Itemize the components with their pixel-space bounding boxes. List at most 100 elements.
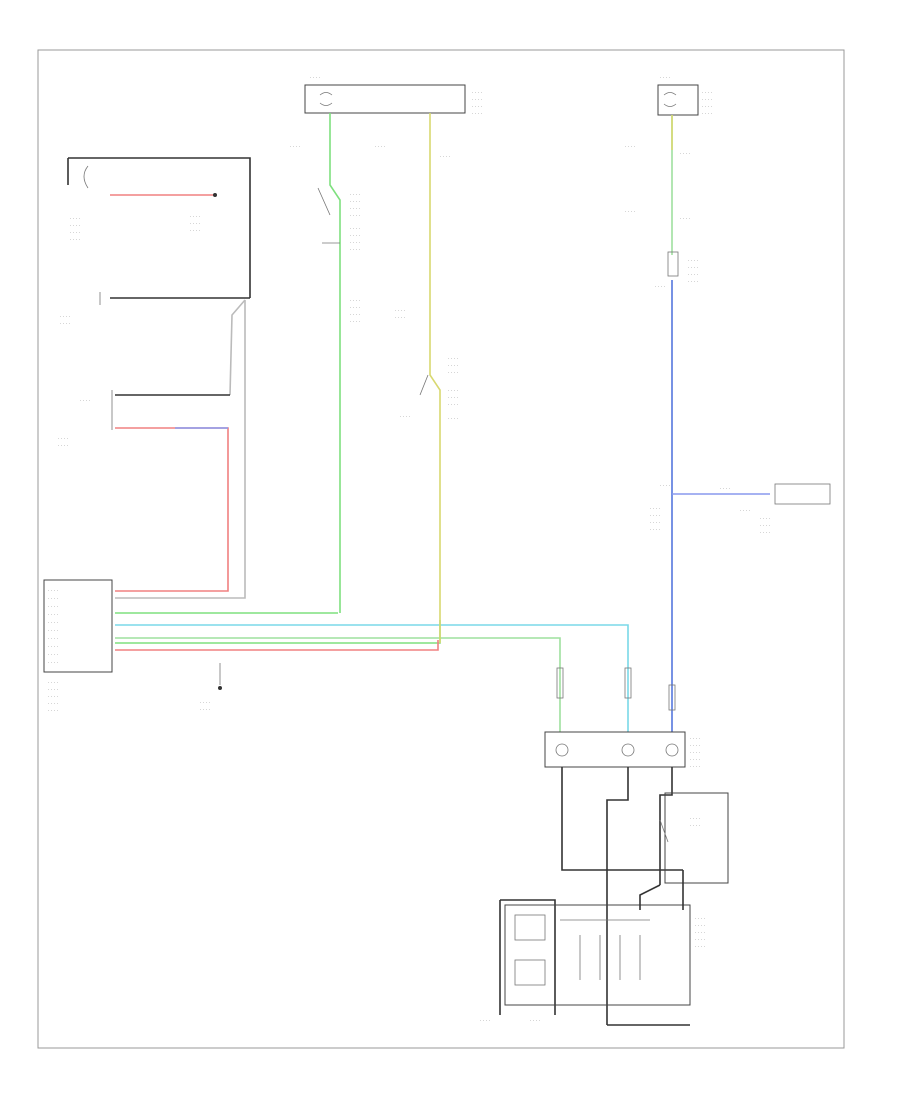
svg-text:· · · ·: · · · · [58,437,68,442]
svg-text:· · · ·: · · · · [740,509,750,514]
svg-text:· · · ·: · · · · [350,193,360,198]
svg-text:· · · ·: · · · · [695,924,705,929]
svg-text:· · · ·: · · · · [702,105,712,110]
svg-text:· · · ·: · · · · [60,315,70,320]
svg-text:· · · ·: · · · · [695,917,705,922]
svg-text:· · · ·: · · · · [690,758,700,763]
svg-text:· · · ·: · · · · [448,403,458,408]
solenoid-block: · · · · · · · · · · · · · · · · · · · · [544,731,700,770]
svg-text:· · · ·: · · · · [688,259,698,264]
svg-text:· · · ·: · · · · [472,98,482,103]
diagram-frame [37,49,845,1049]
svg-text:· · · ·: · · · · [472,112,482,117]
svg-text:· · · ·: · · · · [690,751,700,756]
svg-text:· · · ·: · · · · [688,266,698,271]
lower-right-switch-box: · · · · · · · · [659,792,729,884]
wire-black-2 [606,767,629,1025]
svg-text:· · · ·: · · · · [350,227,360,232]
svg-text:· · · ·: · · · · [625,145,635,150]
svg-text:· · · ·: · · · · [350,299,360,304]
svg-text:· · · ·: · · · · [350,306,360,311]
svg-text:· · · ·: · · · · [350,234,360,239]
left-connector-upper: · · · · · · · · [60,292,250,327]
svg-text:· · · ·: · · · · [70,231,80,236]
bottom-assembly: · · · · · · · · · · · · · · · · · · · · … [480,870,705,1026]
svg-text:· · · ·: · · · · [350,241,360,246]
svg-text:· · · ·: · · · · [48,695,58,700]
wire-black-1 [561,767,683,871]
svg-text:· · · ·: · · · · [350,200,360,205]
svg-text:· · · ·: · · · · [680,152,690,157]
svg-text:· · · ·: · · · · [48,605,58,610]
svg-text:· · · ·: · · · · [80,399,90,404]
right-switch: · · · · · · · · · · · · · · · · · · · · … [625,145,698,290]
svg-text:· · · ·: · · · · [48,621,58,626]
svg-text:· · · ·: · · · · [702,91,712,96]
svg-text:· · · ·: · · · · [48,709,58,714]
svg-text:· · · ·: · · · · [190,229,200,234]
svg-text:· · · ·: · · · · [350,207,360,212]
wire-yellow-vertical [429,113,441,643]
svg-text:· · · ·: · · · · [190,222,200,227]
svg-text:· · · ·: · · · · [48,629,58,634]
svg-text:· · · ·: · · · · [650,528,660,533]
svg-text:· · · ·: · · · · [70,217,80,222]
connector-marker-1 [556,667,564,699]
svg-text:· · · ·: · · · · [688,280,698,285]
connector-marker-3 [668,684,676,711]
svg-text:· · · ·: · · · · [680,217,690,222]
wire-red-h [115,640,439,651]
svg-text:· · · ·: · · · · [690,744,700,749]
svg-text:· · · ·: · · · · [70,224,80,229]
svg-text:· · · ·: · · · · [60,322,70,327]
svg-text:· · · ·: · · · · [290,145,300,150]
svg-text:· · · ·: · · · · [660,76,670,81]
svg-text:· · · ·: · · · · [690,765,700,770]
svg-text:· · · ·: · · · · [695,938,705,943]
wire-green-vertical [329,113,341,613]
upper-left-switch-block: · · · · · · · · · · · · · · · · · · · · … [67,157,251,298]
svg-text:· · · ·: · · · · [448,357,458,362]
svg-text:· · · ·: · · · · [690,737,700,742]
svg-text:· · · ·: · · · · [48,702,58,707]
svg-text:· · · ·: · · · · [440,155,450,160]
svg-text:· · · ·: · · · · [480,1019,490,1024]
svg-text:· · · ·: · · · · [48,661,58,666]
svg-text:· · · ·: · · · · [650,507,660,512]
wire-gray-left [229,299,246,396]
wire-gray-down [115,300,246,599]
svg-text:· · · ·: · · · · [200,701,210,706]
svg-text:· · · ·: · · · · [720,487,730,492]
svg-text:· · · ·: · · · · [688,273,698,278]
svg-text:· · · ·: · · · · [350,214,360,219]
svg-text:· · · ·: · · · · [702,98,712,103]
svg-text:· · · ·: · · · · [625,210,635,215]
svg-text:· · · ·: · · · · [690,824,700,829]
svg-text:· · · ·: · · · · [695,945,705,950]
svg-text:· · · ·: · · · · [200,708,210,713]
svg-text:· · · ·: · · · · [660,484,670,489]
svg-text:· · · ·: · · · · [48,645,58,650]
svg-text:· · · ·: · · · · [310,76,320,81]
fuse-panel-top-right: · · · · · · · · · · · · · · · · · · · · [657,76,712,117]
svg-text:· · · ·: · · · · [702,112,712,117]
svg-text:· · · ·: · · · · [395,316,405,321]
svg-text:· · · ·: · · · · [48,681,58,686]
svg-text:· · · ·: · · · · [448,389,458,394]
svg-text:· · · ·: · · · · [375,145,385,150]
svg-text:· · · ·: · · · · [48,597,58,602]
svg-text:· · · ·: · · · · [400,415,410,420]
wire-green-h2 [115,637,561,732]
svg-text:· · · ·: · · · · [760,524,770,529]
svg-text:· · · ·: · · · · [70,238,80,243]
svg-text:· · · ·: · · · · [48,589,58,594]
right-branch-connector: · · · · · · · · · · · · · · · · · · · · … [650,483,831,536]
svg-text:· · · ·: · · · · [690,817,700,822]
fuse-panel-top-center: · · · · · · · · · · · · · · · · · · · · [304,76,482,117]
svg-text:· · · ·: · · · · [695,931,705,936]
svg-text:· · · ·: · · · · [190,215,200,220]
svg-text:· · · ·: · · · · [448,371,458,376]
wire-green-h3 [115,620,441,644]
